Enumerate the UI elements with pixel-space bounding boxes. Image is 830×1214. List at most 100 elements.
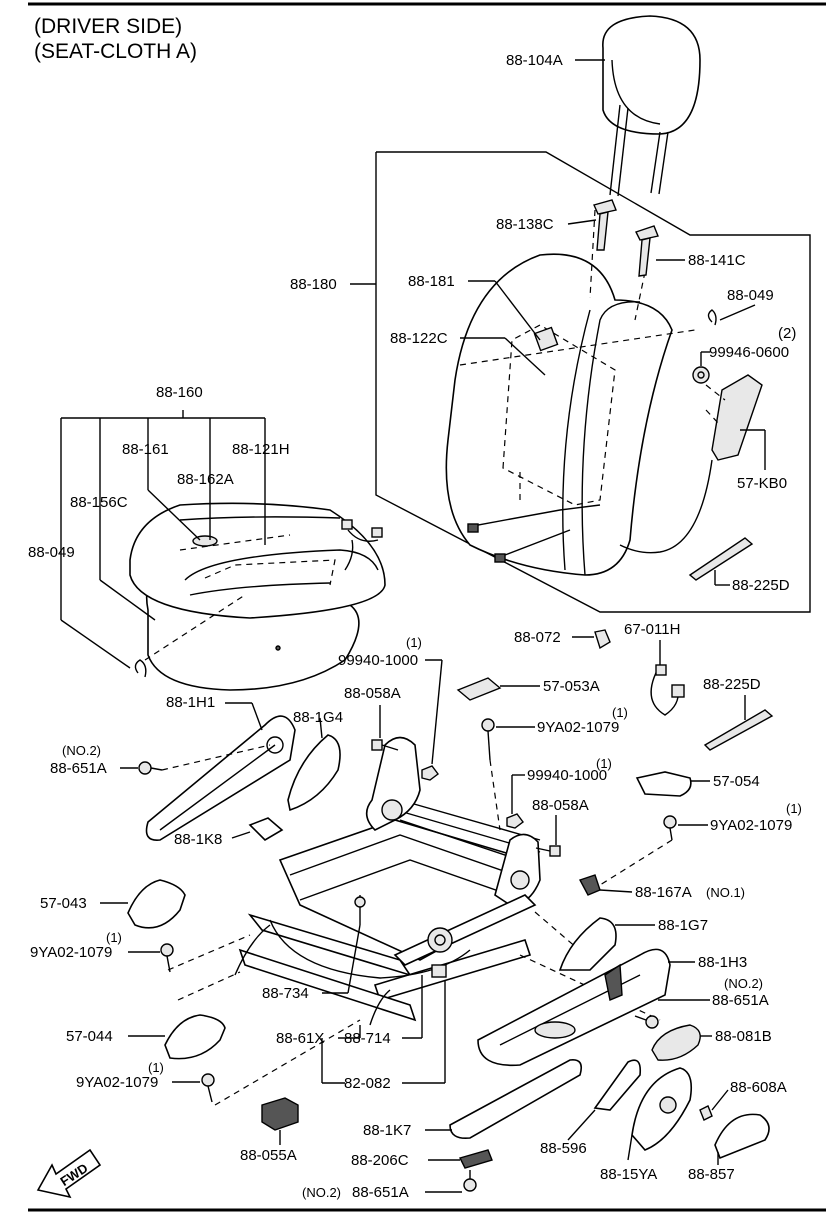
clip-88-072 (594, 629, 611, 650)
label-88-608A: 88-608A (730, 1079, 787, 1096)
seat-back-cushion (445, 209, 696, 576)
hog-ring-clip-top (707, 309, 717, 326)
seat-back-frame-box (375, 151, 811, 613)
label-88-081B: 88-081B (715, 1028, 772, 1045)
label-qty-1-e: (1) (106, 930, 122, 945)
label-99946-0600: 99946-0600 (709, 344, 789, 361)
label-88-225D-mid: 88-225D (703, 676, 761, 693)
label-88-121H: 88-121H (232, 441, 290, 458)
label-88-651A-a: 88-651A (50, 760, 107, 777)
label-88-162A: 88-162A (177, 471, 234, 488)
label-88-181: 88-181 (408, 273, 455, 290)
label-qty-1-d: (1) (786, 801, 802, 816)
label-88-206C: 88-206C (351, 1152, 409, 1169)
cover-57-054 (635, 771, 692, 797)
label-57-044: 57-044 (66, 1028, 113, 1045)
cover-88-1G7 (558, 917, 617, 971)
label-88-1K8: 88-1K8 (174, 831, 222, 848)
label-88-1G4: 88-1G4 (293, 709, 343, 726)
block-88-055A (261, 1097, 299, 1131)
label-99940-1000-a: 99940-1000 (338, 652, 418, 669)
seat-cushion-88-160 (129, 502, 386, 691)
trim-57-044 (164, 1014, 226, 1060)
bolt-9YA02-1079-left (160, 943, 174, 973)
label-9YA02-1079-c: 9YA02-1079 (30, 944, 112, 961)
diagram-title-line2: (SEAT-CLOTH A) (34, 40, 197, 63)
label-88-104A: 88-104A (506, 52, 563, 69)
label-no2-c: (NO.2) (302, 1185, 341, 1200)
label-88-160: 88-160 (156, 384, 203, 401)
label-57-043: 57-043 (40, 895, 87, 912)
nut-99940-1000-a (421, 765, 439, 781)
cover-57-053A (456, 677, 502, 701)
bolt-9YA02-1079-lower-left (201, 1073, 215, 1103)
label-9YA02-1079-d: 9YA02-1079 (76, 1074, 158, 1091)
clip-88-608A (699, 1105, 713, 1121)
cover-88-1G4 (287, 734, 341, 812)
label-88-714: 88-714 (344, 1030, 391, 1047)
label-88-1K7: 88-1K7 (363, 1122, 411, 1139)
bolt-9YA02-1079-b (663, 815, 677, 841)
cover-88-1K7 (449, 1058, 583, 1140)
bracket-88-167A (578, 874, 601, 896)
bolt-88-651A-right (634, 1015, 659, 1029)
label-88-734: 88-734 (262, 985, 309, 1002)
label-88-138C: 88-138C (496, 216, 554, 233)
label-9YA02-1079-a: 9YA02-1079 (537, 719, 619, 736)
label-qty-1-f: (1) (148, 1060, 164, 1075)
knob-88-081B (651, 1024, 701, 1061)
label-57-053A: 57-053A (543, 678, 600, 695)
seat-frame-assembly (234, 736, 541, 1026)
bolt-88-651A-bottom (463, 1170, 477, 1192)
lever-88-596 (593, 1059, 642, 1111)
bracket-88-206C (458, 1149, 493, 1169)
label-qty-1-b: (1) (612, 705, 628, 720)
label-88-180: 88-180 (290, 276, 337, 293)
label-88-651A-b: 88-651A (712, 992, 769, 1009)
label-82-082: 82-082 (344, 1075, 391, 1092)
label-88-161: 88-161 (122, 441, 169, 458)
label-88-15YA: 88-15YA (600, 1166, 657, 1183)
diagram-title-line1: (DRIVER SIDE) (34, 15, 183, 38)
label-9YA02-1079-b: 9YA02-1079 (710, 817, 792, 834)
label-67-011H: 67-011H (624, 621, 680, 638)
forward-direction-arrow: FWD (36, 1148, 102, 1199)
label-no2-b: (NO.2) (724, 976, 763, 991)
label-88-049-top: 88-049 (727, 287, 774, 304)
label-88-167A: 88-167A (635, 884, 692, 901)
side-airbag-module-57-KB0 (619, 374, 763, 554)
label-88-058A-b: 88-058A (532, 797, 589, 814)
label-88-225D-top: 88-225D (732, 577, 790, 594)
label-88-1H1: 88-1H1 (166, 694, 215, 711)
bolt-88-058A-a (371, 739, 399, 751)
label-88-122C: 88-122C (390, 330, 448, 347)
side-shield-88-1H3 (477, 948, 671, 1067)
cover-88-1K8 (248, 817, 284, 842)
harness-67-011H (650, 664, 685, 716)
bolt-88-651A-left (138, 761, 163, 775)
nut-99946-0600 (692, 366, 710, 384)
label-88-596: 88-596 (540, 1140, 587, 1157)
cable-tie-88-225D-top (688, 537, 754, 581)
label-88-141C: 88-141C (688, 252, 746, 269)
label-88-1H3: 88-1H3 (698, 954, 747, 971)
label-88-651A-c: 88-651A (352, 1184, 409, 1201)
label-no2-a: (NO.2) (62, 743, 101, 758)
handle-88-857 (714, 1113, 770, 1160)
label-qty-1-a: (1) (406, 635, 422, 650)
cable-tie-88-225D-mid (703, 709, 774, 751)
headrest-guide-88-141C (635, 225, 659, 277)
label-88-058A-a: 88-058A (344, 685, 401, 702)
label-88-055A: 88-055A (240, 1147, 297, 1164)
label-57-KB0: 57-KB0 (737, 475, 787, 492)
nut-99940-1000-b (506, 813, 524, 829)
label-88-049-left: 88-049 (28, 544, 75, 561)
label-88-156C: 88-156C (70, 494, 128, 511)
label-88-072: 88-072 (514, 629, 561, 646)
label-88-1G7: 88-1G7 (658, 917, 708, 934)
bolt-88-058A-b (535, 845, 561, 857)
label-qty-1-c: (1) (596, 756, 612, 771)
seat-frame-cover-88-1H1 (145, 715, 296, 841)
headrest-guide-88-138C (593, 199, 617, 251)
